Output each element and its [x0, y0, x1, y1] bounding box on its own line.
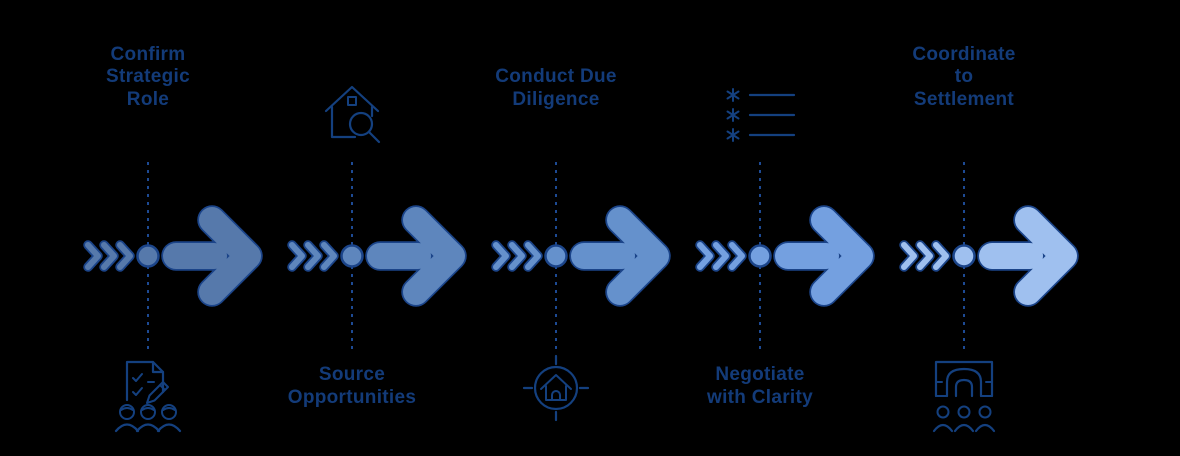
step-5: Coordinate to Settlement: [862, 0, 1079, 456]
milestone-dot: [544, 244, 568, 268]
step-2: Source Opportunities: [250, 0, 467, 456]
arrow-icon: [365, 205, 467, 307]
triple-chevron-icon: [491, 240, 543, 272]
milestone-dot: [748, 244, 772, 268]
arrow-icon: [161, 205, 263, 307]
milestone-dot: [952, 244, 976, 268]
step-2-label: Source Opportunities: [287, 364, 417, 408]
arrow-icon: [569, 205, 671, 307]
triple-chevron-icon: [899, 240, 951, 272]
arrow-icon: [773, 205, 875, 307]
triple-chevron-icon: [695, 240, 747, 272]
house-target-icon: [522, 354, 590, 422]
arch-people-icon: [932, 360, 996, 433]
step-4-label: Negotiate with Clarity: [706, 364, 813, 408]
step-3-label: Conduct Due Diligence: [495, 66, 617, 111]
step-5-label: Coordinate to Settlement: [912, 43, 1016, 111]
milestone-dot: [136, 244, 160, 268]
arrow-icon: [977, 205, 1079, 307]
checklist-people-icon: [114, 360, 182, 433]
house-search-icon: [324, 85, 381, 144]
step-4: Negotiate with Clarity: [658, 0, 875, 456]
step-1: Confirm Strategic Role: [46, 0, 263, 456]
list-asterisks-icon: [726, 88, 796, 142]
triple-chevron-icon: [287, 240, 339, 272]
milestone-dot: [340, 244, 364, 268]
step-1-label: Confirm Strategic Role: [105, 43, 190, 111]
triple-chevron-icon: [83, 240, 135, 272]
step-3: Conduct Due Diligence: [454, 0, 671, 456]
